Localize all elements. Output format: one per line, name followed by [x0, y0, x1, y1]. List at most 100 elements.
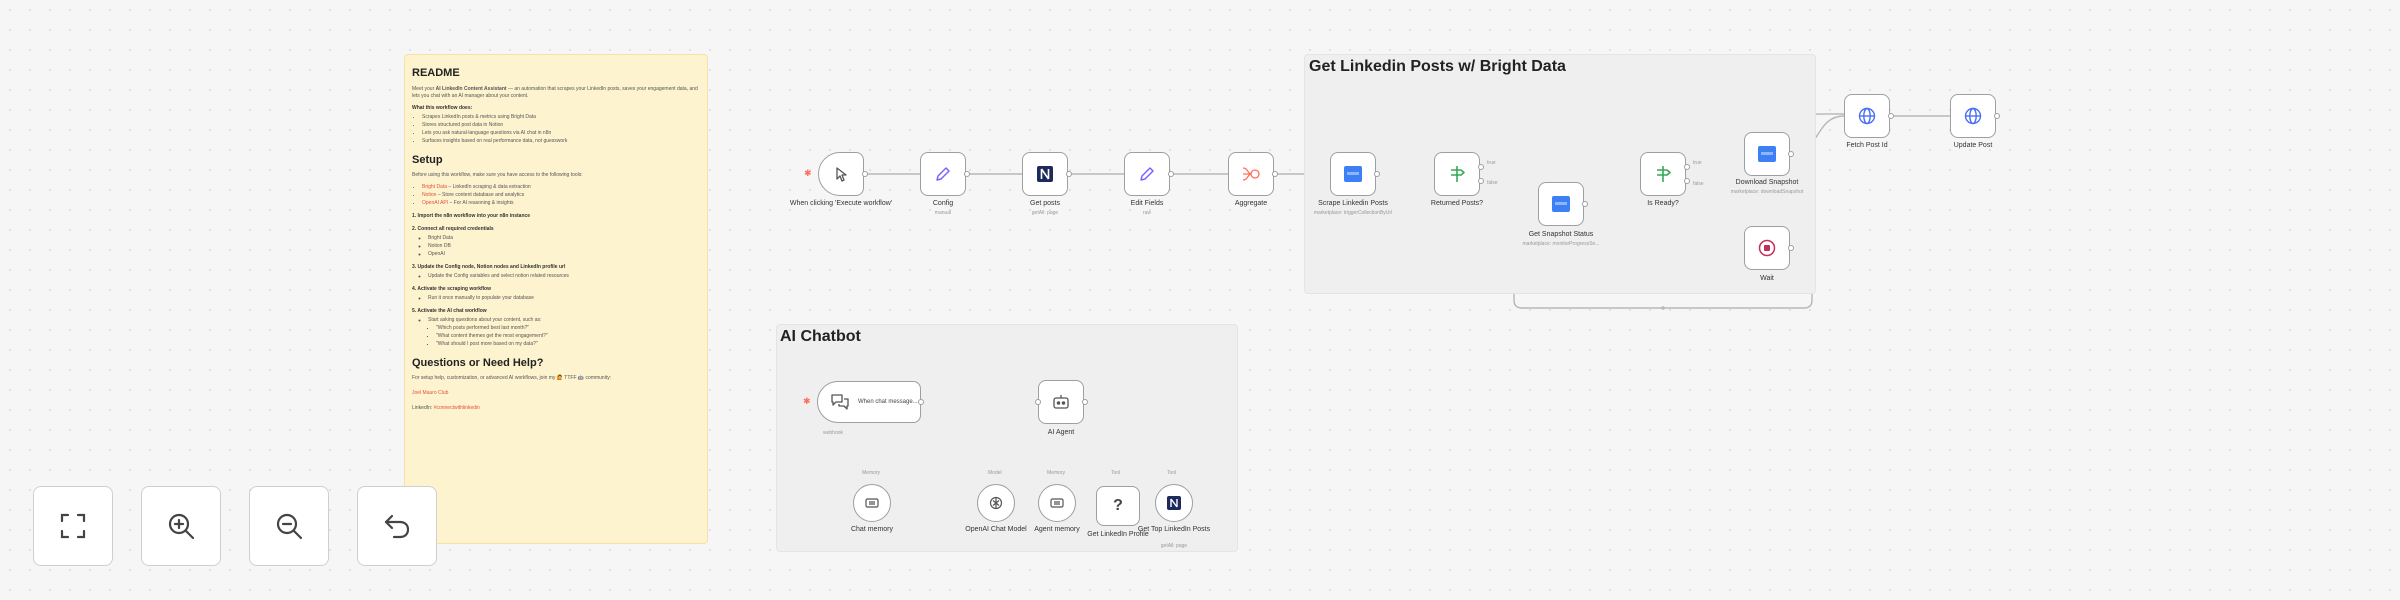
node-subtitle: marketplace: downloadSnapshot	[1730, 189, 1804, 195]
readme-help-heading: Questions or Need Help?	[412, 357, 544, 369]
node-inline-label: When chat message...	[858, 399, 918, 405]
memory-icon	[865, 498, 879, 508]
node-subtitle: marketplace: triggerCollectionByUrl	[1313, 210, 1393, 216]
get-snapshot-status-node[interactable]	[1538, 182, 1584, 226]
if-icon	[1657, 166, 1671, 182]
get-linkedin-profile-node[interactable]: ?	[1096, 486, 1140, 526]
node-label: Edit Fields	[1130, 200, 1164, 207]
fit-view-button[interactable]	[33, 486, 113, 566]
tool-connector-label: Tool	[1167, 470, 1177, 476]
node-label: Fetch Post Id	[1846, 142, 1888, 149]
node-subtitle: manual	[934, 210, 952, 216]
fetch-post-id-node[interactable]	[1844, 94, 1890, 138]
output-port[interactable]	[1374, 171, 1380, 177]
readme-step-5-list: Start asking questions about your conten…	[412, 317, 698, 348]
readme-title: README	[412, 67, 460, 79]
true-branch-label: true	[1693, 160, 1702, 166]
tool-connector-label: Tool	[1111, 470, 1121, 476]
scraper-group-title: Get Linkedin Posts w/ Bright Data	[1309, 58, 1566, 75]
returned-posts-if-node[interactable]	[1434, 152, 1480, 196]
node-subtitle: raw	[1142, 210, 1152, 216]
node-label: Config	[932, 200, 954, 207]
list-item: Surfaces insights based on real performa…	[422, 138, 698, 145]
ai-agent-node[interactable]	[1038, 380, 1084, 424]
brightdata-icon	[1758, 146, 1776, 162]
readme-community-link[interactable]: Joel Mauro Club	[412, 390, 449, 396]
readme-step-2: 2. Connect all required credentials	[412, 226, 494, 232]
wait-node[interactable]	[1744, 226, 1790, 270]
get-top-linkedin-posts-node[interactable]	[1155, 484, 1193, 522]
is-ready-if-node[interactable]	[1640, 152, 1686, 196]
output-port[interactable]	[1994, 113, 2000, 119]
node-label: Get LinkedIn Profile	[1087, 531, 1149, 538]
zoom-out-icon	[276, 513, 303, 540]
node-label: When clicking 'Execute workflow'	[789, 200, 893, 207]
node-label: Returned Posts?	[1430, 200, 1484, 207]
zoom-in-button[interactable]	[141, 486, 221, 566]
output-port[interactable]	[1888, 113, 1894, 119]
readme-content: README Meet your AI LinkedIn Content Ass…	[406, 56, 706, 542]
readme-setup-heading: Setup	[412, 154, 443, 166]
zoom-in-icon	[168, 513, 195, 540]
chat-memory-node[interactable]	[853, 484, 891, 522]
node-label: Wait	[1760, 275, 1774, 282]
node-label: AI Agent	[1047, 429, 1075, 436]
agent-memory-node[interactable]	[1038, 484, 1076, 522]
node-subtitle: marketplace: monitorProgressSn...	[1522, 241, 1600, 247]
output-port[interactable]	[964, 171, 970, 177]
wait-icon	[1758, 239, 1776, 257]
edit-fields-node[interactable]	[1124, 152, 1170, 196]
output-port[interactable]	[1168, 171, 1174, 177]
brightdata-icon	[1344, 166, 1362, 182]
robot-icon	[1053, 395, 1069, 409]
output-port[interactable]	[862, 171, 868, 177]
openai-chat-model-node[interactable]	[977, 484, 1015, 522]
memory-connector-label: Memory	[862, 470, 881, 476]
list-item: Run it once manually to populate your da…	[428, 295, 698, 302]
readme-sticky-note[interactable]	[404, 54, 708, 544]
trigger-bolt-icon: ✱	[803, 396, 811, 406]
chat-trigger-node[interactable]: When chat message...	[817, 381, 921, 423]
output-port[interactable]	[1788, 151, 1794, 157]
output-port[interactable]	[918, 399, 924, 405]
list-item: OpenAI	[428, 251, 698, 258]
node-label: Is Ready?	[1647, 200, 1679, 207]
false-branch-label: false	[1693, 181, 1704, 187]
manual-trigger-node[interactable]	[818, 152, 864, 196]
output-port-true[interactable]	[1478, 164, 1484, 170]
list-item: Update the Config variables and select n…	[428, 273, 698, 280]
reset-zoom-button[interactable]	[357, 486, 437, 566]
input-port[interactable]	[1035, 399, 1041, 405]
output-port-false[interactable]	[1684, 178, 1690, 184]
scrape-linkedin-posts-node[interactable]	[1330, 152, 1376, 196]
memory-connector-label: Memory	[1047, 470, 1066, 476]
notion-icon	[1037, 166, 1053, 182]
scraper-group-note[interactable]	[1304, 54, 1816, 294]
readme-what-heading: What this workflow does:	[412, 105, 473, 111]
node-label: Update Post	[1953, 142, 1993, 149]
pencil-icon	[936, 167, 950, 181]
aggregate-node[interactable]	[1228, 152, 1274, 196]
output-port[interactable]	[1272, 171, 1278, 177]
download-snapshot-node[interactable]	[1744, 132, 1790, 176]
get-posts-node[interactable]	[1022, 152, 1068, 196]
zoom-out-button[interactable]	[249, 486, 329, 566]
output-port[interactable]	[1066, 171, 1072, 177]
node-label: Aggregate	[1234, 200, 1268, 207]
output-port-true[interactable]	[1684, 164, 1690, 170]
openai-icon	[989, 496, 1003, 510]
output-port[interactable]	[1082, 399, 1088, 405]
output-port[interactable]	[1582, 201, 1588, 207]
cursor-click-icon	[836, 167, 847, 182]
config-node[interactable]	[920, 152, 966, 196]
list-item: "Which posts performed best last month?"	[436, 325, 698, 332]
readme-what-list: Scrapes LinkedIn posts & metrics using B…	[412, 114, 698, 145]
globe-icon	[1858, 107, 1876, 125]
question-icon: ?	[1113, 497, 1123, 514]
output-port[interactable]	[1788, 245, 1794, 251]
fullscreen-icon	[60, 513, 86, 539]
readme-step-5: 5. Activate the AI chat workflow	[412, 308, 487, 314]
list-item: "What should I post more based on my dat…	[436, 341, 698, 348]
update-post-node[interactable]	[1950, 94, 1996, 138]
output-port-false[interactable]	[1478, 178, 1484, 184]
